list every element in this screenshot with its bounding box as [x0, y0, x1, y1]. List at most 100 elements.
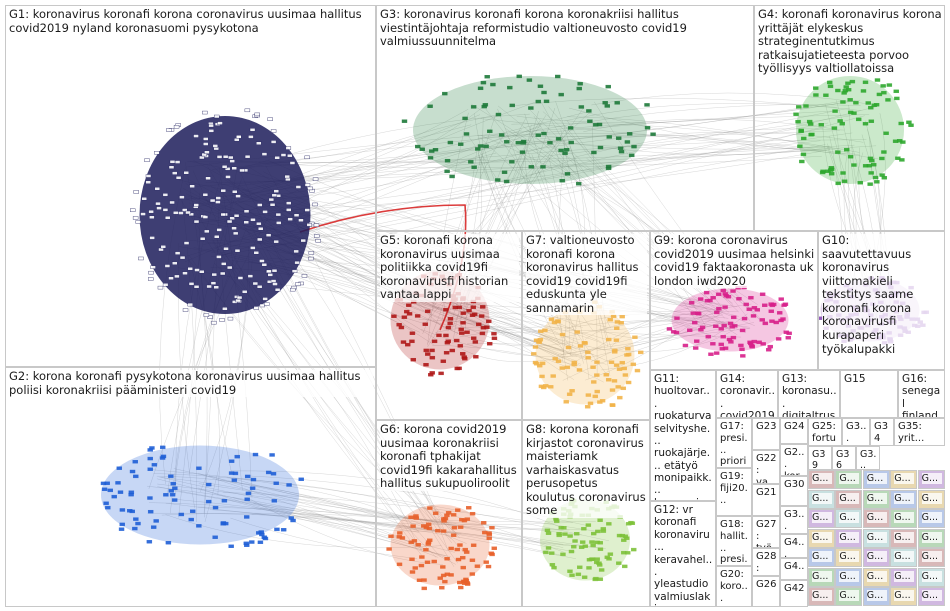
node	[885, 98, 891, 102]
node	[564, 365, 571, 370]
node	[459, 518, 465, 522]
edge-line	[564, 308, 728, 331]
node	[223, 247, 229, 251]
group-label-g4: G4: koronafi koronavirus korona yrittäjä…	[758, 7, 942, 76]
node	[495, 178, 501, 182]
edge-line	[445, 319, 564, 352]
node	[621, 538, 627, 542]
node	[501, 170, 508, 174]
node	[437, 576, 443, 580]
node	[443, 333, 449, 338]
node	[193, 203, 199, 207]
node	[214, 114, 220, 119]
node	[386, 547, 392, 551]
node	[722, 346, 729, 350]
small-group-cell: G...	[917, 587, 945, 606]
edge-line	[222, 498, 452, 558]
node	[600, 527, 607, 531]
node	[535, 99, 542, 104]
node	[613, 338, 620, 342]
node	[244, 108, 251, 113]
node	[313, 223, 320, 227]
node	[276, 221, 282, 225]
small-group-label: G...	[894, 551, 915, 563]
edge-line	[263, 235, 606, 351]
node	[133, 474, 139, 479]
group-g20: G20: koro...	[716, 566, 752, 607]
node	[552, 356, 558, 361]
node	[149, 215, 155, 219]
edge-line	[540, 135, 846, 156]
node	[469, 558, 476, 562]
node	[561, 526, 567, 530]
node	[839, 122, 845, 126]
node	[182, 271, 188, 275]
node	[674, 316, 680, 320]
node	[713, 324, 719, 328]
node	[607, 552, 614, 556]
node	[626, 132, 633, 136]
node	[171, 498, 178, 502]
node	[479, 331, 486, 336]
node	[225, 175, 231, 179]
cluster-hull	[796, 76, 904, 184]
node	[285, 146, 292, 150]
group-g1: G1: koronavirus koronafi korona coronavi…	[5, 5, 376, 367]
node	[220, 521, 227, 525]
node	[843, 148, 850, 152]
node	[447, 321, 453, 326]
edge-line	[597, 312, 723, 351]
node	[286, 483, 292, 487]
node	[253, 251, 260, 255]
group-label-g21: G21	[756, 487, 777, 499]
node	[571, 362, 577, 367]
node	[274, 156, 280, 160]
node	[150, 525, 157, 529]
node	[117, 490, 124, 494]
node	[486, 531, 492, 535]
node	[457, 543, 463, 547]
node	[455, 557, 462, 562]
group-label-g8: G8: korona koronafi kirjastot coronaviru…	[526, 422, 650, 518]
node	[460, 311, 466, 315]
node	[442, 579, 448, 584]
node	[454, 366, 460, 371]
node	[436, 333, 442, 338]
edge-line	[455, 303, 612, 364]
node	[867, 182, 873, 186]
node	[188, 282, 195, 286]
node	[536, 363, 543, 368]
node	[257, 203, 263, 207]
group-label-g42: G42	[784, 583, 805, 595]
node	[776, 311, 783, 315]
edge-line	[564, 103, 838, 122]
node	[304, 208, 310, 212]
node	[271, 268, 278, 273]
edge-line	[156, 475, 420, 532]
group-g15: G15	[840, 370, 898, 418]
node	[226, 219, 233, 224]
node	[222, 155, 229, 159]
node	[206, 482, 212, 487]
node	[236, 295, 243, 300]
node	[144, 158, 150, 162]
node	[731, 315, 737, 320]
node	[694, 339, 700, 343]
node	[147, 456, 153, 461]
node	[720, 335, 726, 339]
edge-line	[212, 100, 846, 170]
node	[531, 352, 537, 356]
group-g7: G7: valtioneuvosto koronafi korona koron…	[522, 231, 650, 420]
node	[274, 527, 280, 532]
small-group-cell: G...	[835, 470, 863, 489]
node	[715, 292, 722, 297]
edge-line	[590, 314, 724, 362]
node	[650, 132, 656, 136]
node	[865, 101, 871, 105]
node	[265, 470, 272, 475]
group-label-g18: G18: hallit... presi...	[720, 519, 749, 565]
node	[229, 159, 235, 163]
edge-line	[528, 147, 725, 319]
node	[119, 508, 126, 512]
node	[439, 586, 445, 590]
